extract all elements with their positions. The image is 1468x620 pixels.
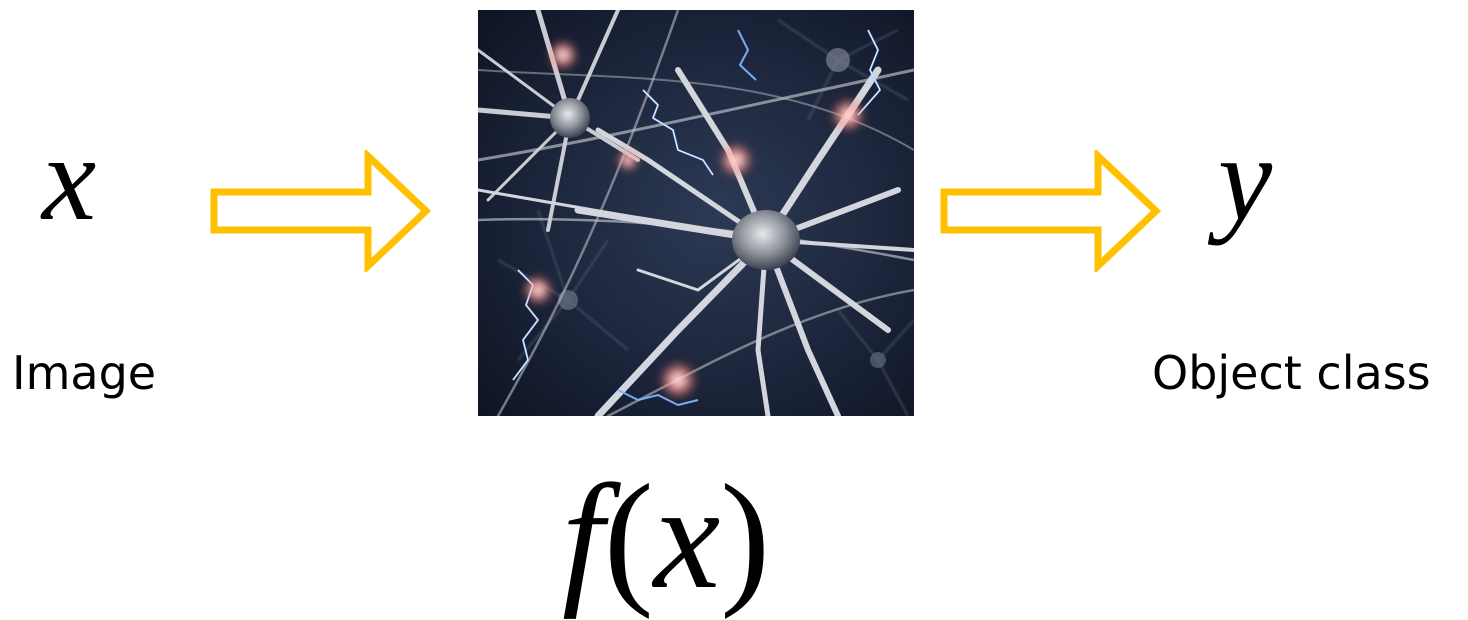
right-arrow-icon: [210, 150, 432, 272]
function-argument: x: [653, 454, 721, 620]
input-label: Image: [12, 346, 157, 400]
function-symbol: f: [562, 454, 604, 620]
output-label: Object class: [1152, 346, 1431, 400]
neural-network-image: [478, 10, 914, 416]
function-expression: f(x): [562, 462, 770, 612]
close-paren: ): [720, 454, 771, 620]
output-variable-y: y: [1218, 111, 1273, 246]
input-variable-x: x: [42, 111, 97, 246]
right-arrow-icon-2: [940, 150, 1162, 272]
neuron-illustration: [478, 10, 914, 416]
open-paren: (: [603, 454, 654, 620]
